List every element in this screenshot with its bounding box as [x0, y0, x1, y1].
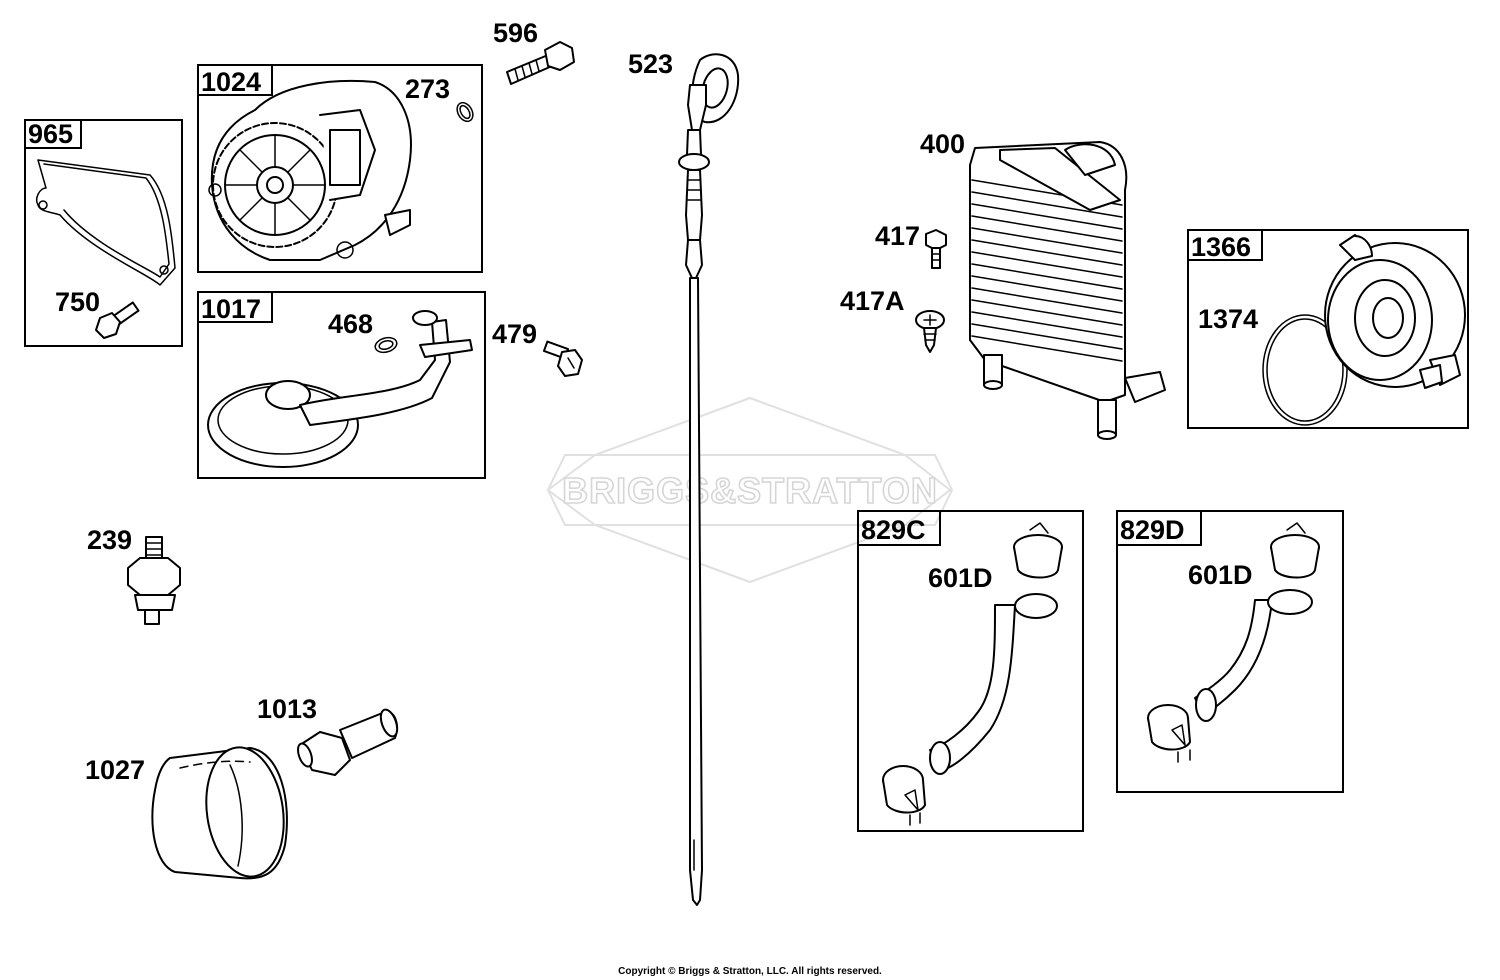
dipstick-523-icon[interactable]	[678, 53, 740, 906]
clamp-601d-d-bottom-icon	[1147, 704, 1191, 763]
part-number-523: 523	[628, 49, 673, 79]
part-number-417: 417	[875, 221, 920, 251]
part-box-965[interactable]: 965 750	[24, 119, 183, 347]
part-number-1027: 1027	[85, 755, 145, 785]
part-box-1017[interactable]: 1017 468	[197, 291, 486, 479]
part-number-601d-d: 601D	[1188, 560, 1253, 590]
part-box-829c[interactable]: 829C 601D	[857, 510, 1084, 832]
part-number-479: 479	[492, 319, 537, 349]
watermark-text: BRIGGS&STRATTON	[562, 470, 938, 511]
oil-cooler-400-icon[interactable]	[969, 141, 1166, 440]
part-number-239: 239	[87, 525, 132, 555]
part-number-273: 273	[405, 74, 450, 104]
gasket-965-shape	[35, 159, 176, 286]
part-number-1017: 1017	[201, 294, 261, 324]
part-number-1024: 1024	[201, 67, 261, 97]
oil-pickup-1017-icon	[207, 310, 473, 468]
part-number-1366: 1366	[1191, 232, 1251, 262]
oil-pump-1024-icon	[208, 79, 412, 261]
part-number-829d: 829D	[1120, 515, 1185, 545]
screw-417a-icon[interactable]	[915, 310, 945, 353]
part-number-829c: 829C	[861, 515, 926, 545]
part-number-750: 750	[55, 287, 100, 317]
part-number-965: 965	[28, 119, 73, 149]
oil-filter-1027-icon[interactable]	[151, 742, 291, 881]
part-number-1374: 1374	[1198, 304, 1258, 334]
o-ring-1374-icon	[1262, 314, 1348, 426]
clamp-601d-d-top-icon	[1270, 522, 1320, 579]
part-number-417a: 417A	[840, 286, 905, 316]
bolt-750-icon	[95, 301, 140, 339]
bolt-479-icon[interactable]	[542, 340, 583, 377]
copyright-text: Copyright © Briggs & Stratton, LLC. All …	[618, 966, 882, 977]
screw-417-icon[interactable]	[925, 229, 947, 269]
o-ring-468-icon	[374, 336, 398, 354]
hose-601d-d-icon	[1194, 589, 1313, 722]
adapter-1013-icon[interactable]	[295, 707, 400, 776]
part-number-596: 596	[493, 18, 538, 48]
part-box-1366[interactable]: 1366 1374	[1187, 229, 1469, 429]
part-number-468: 468	[328, 309, 373, 339]
part-number-400: 400	[920, 129, 965, 159]
clamp-601d-c-top-icon	[1013, 522, 1063, 579]
oil-filter-adapter-1366-icon	[1324, 234, 1466, 389]
pressure-switch-239-icon[interactable]	[127, 536, 181, 625]
part-box-1024[interactable]: 1024 273	[197, 64, 483, 273]
clamp-601d-c-bottom-icon	[882, 765, 926, 826]
part-number-601d-c: 601D	[928, 563, 993, 593]
part-box-829d[interactable]: 829D 601D	[1116, 510, 1344, 793]
briggs-stratton-watermark: BRIGGS&STRATTON	[546, 396, 954, 584]
part-number-1013: 1013	[257, 694, 317, 724]
o-ring-273-icon	[456, 101, 474, 123]
hose-601d-c-icon	[929, 593, 1058, 775]
bolt-596-icon[interactable]	[506, 41, 575, 85]
